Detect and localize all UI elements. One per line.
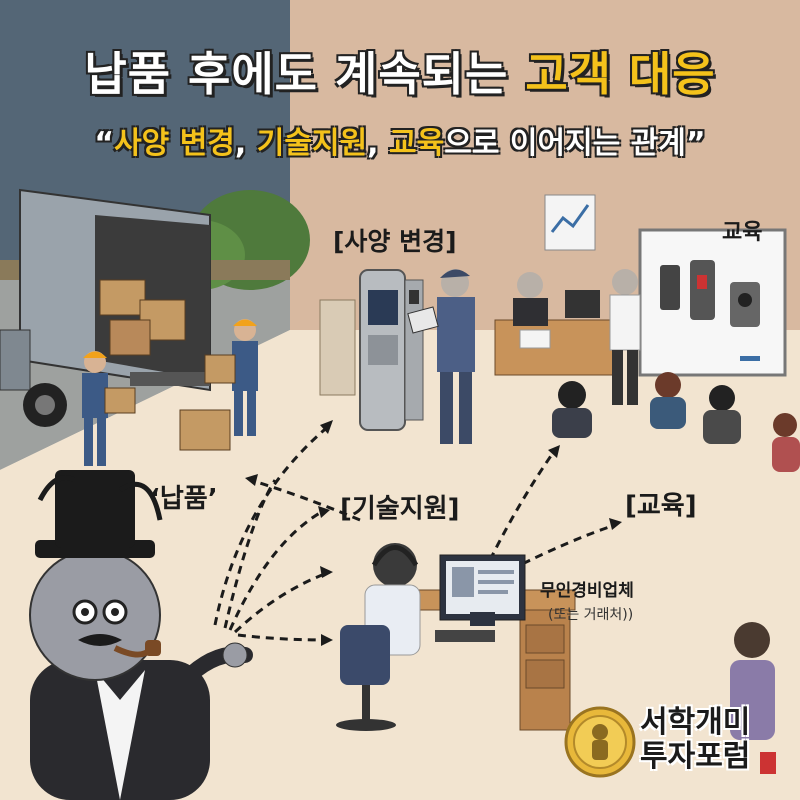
label-tech-support: [기술지원] — [340, 494, 460, 524]
wall-chart — [544, 194, 596, 251]
logo-line2: 투자포럼 — [640, 739, 751, 774]
coin-logo-icon — [564, 706, 636, 778]
technician — [407, 269, 475, 444]
label-spec-change: [사양 변경] — [333, 227, 457, 256]
whiteboard — [638, 228, 787, 377]
label-education: [교육] — [625, 491, 697, 521]
audience — [552, 372, 800, 472]
label-delivery: ‘납품’ — [150, 484, 218, 514]
title-highlight: 고객 대응 — [525, 47, 716, 101]
cardboard-box — [179, 409, 231, 451]
worker-left — [82, 351, 136, 466]
subtitle-tech-support: 기술지원 — [256, 126, 368, 161]
access-terminal — [319, 269, 424, 431]
page-subtitle: “사양 변경, 기술지원, 교육으로 이어지는 관계” — [0, 118, 800, 162]
arrow-heads — [245, 420, 622, 646]
seal-stamp-icon — [760, 752, 776, 774]
delivery-truck — [0, 188, 211, 427]
page-title: 납품 후에도 계속되는 고객 대응 — [0, 38, 800, 104]
subtitle-sep2: , — [367, 126, 390, 161]
subtitle-education: 교육 — [389, 126, 445, 161]
flow-arrows — [213, 423, 616, 642]
worker-right — [204, 319, 258, 436]
subtitle-open-quote: “ — [94, 126, 115, 161]
label-company-sub: (또는 거래처)) — [548, 607, 634, 623]
support-desk — [409, 554, 576, 731]
subtitle-rest: 으로 이어지는 관계 — [444, 126, 686, 161]
label-company: 무인경비업체 — [540, 581, 634, 601]
woman-figure — [730, 622, 775, 740]
ant-mascot — [29, 470, 253, 800]
presenter — [609, 269, 641, 405]
label-education-top: 교육 — [722, 220, 763, 245]
support-agent — [336, 543, 421, 731]
title-part1: 납품 후에도 계속되는 — [84, 47, 509, 101]
logo-line1: 서학개미 — [640, 705, 751, 740]
subtitle-spec-change: 사양 변경 — [114, 126, 235, 161]
subtitle-close-quote: ” — [685, 126, 706, 161]
subtitle-sep1: , — [234, 126, 257, 161]
